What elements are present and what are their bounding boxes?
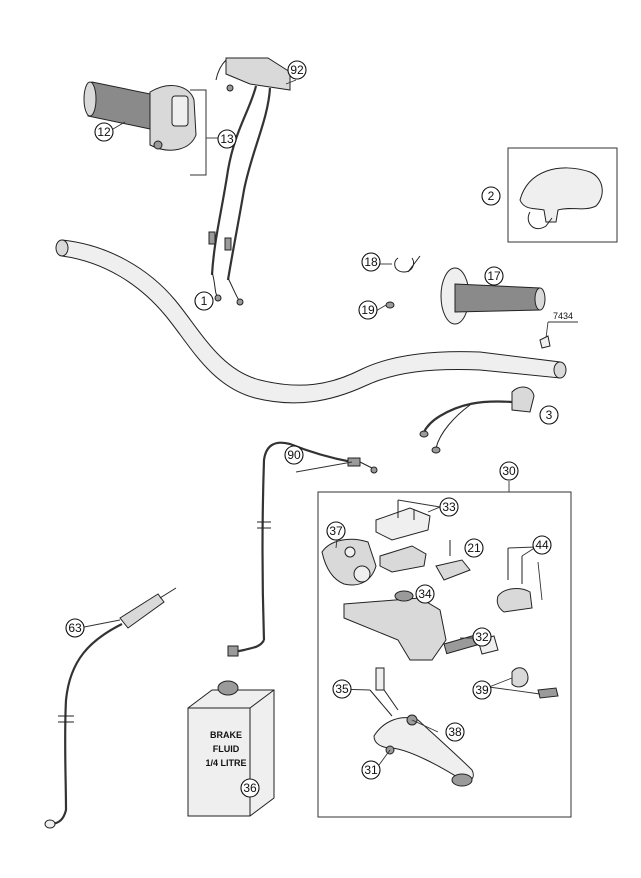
callout-30: 30 — [499, 461, 519, 481]
callout-30-label: 30 — [502, 464, 516, 478]
callout-92-label: 92 — [290, 63, 304, 77]
callout-35: 35 — [332, 679, 352, 699]
callout-1: 1 — [194, 291, 214, 311]
callout-36-label: 36 — [243, 781, 257, 795]
callout-18-label: 18 — [364, 255, 378, 269]
callout-32: 32 — [472, 627, 492, 647]
callout-31: 31 — [361, 760, 381, 780]
throttle-cable-set — [208, 57, 291, 306]
callout-37: 37 — [326, 521, 346, 541]
callout-19: 19 — [358, 300, 378, 320]
callout-38-label: 38 — [448, 725, 462, 739]
callout-2: 2 — [481, 186, 501, 206]
callout-39-label: 39 — [475, 683, 489, 697]
callout-90: 90 — [284, 445, 304, 465]
callout-19-label: 19 — [361, 303, 375, 317]
callout-17: 17 — [484, 266, 504, 286]
callout-90-label: 90 — [287, 448, 301, 462]
callout-33: 33 — [439, 497, 459, 517]
callout-31-label: 31 — [364, 763, 378, 777]
callout-92: 92 — [287, 60, 307, 80]
right-grip — [440, 267, 546, 325]
bottle-label-line-3: 1/4 LITRE — [205, 758, 246, 768]
cable-tie — [385, 255, 421, 309]
callout-1-label: 1 — [201, 294, 208, 308]
callout-32-label: 32 — [475, 630, 489, 644]
hot-start-cable — [44, 587, 177, 829]
bottle-label-line-1: BRAKE — [210, 730, 242, 740]
clutch-cable — [227, 441, 378, 657]
bottle-label-line-2: FLUID — [213, 744, 240, 754]
callout-2-label: 2 — [488, 189, 495, 203]
callout-13-label: 13 — [220, 132, 234, 146]
callout-39: 39 — [472, 680, 492, 700]
callout-36: 36 — [240, 778, 260, 798]
callout-3: 3 — [539, 405, 559, 425]
callout-34: 34 — [415, 584, 435, 604]
handlebar — [55, 239, 567, 404]
callout-38: 38 — [445, 722, 465, 742]
callout-33-label: 33 — [442, 500, 456, 514]
brake-master-cylinder-assembly — [317, 491, 572, 818]
leader-lines — [78, 79, 541, 766]
callout-21-label: 21 — [467, 541, 481, 555]
callout-63: 63 — [65, 618, 85, 638]
callout-35-label: 35 — [335, 682, 349, 696]
callout-18: 18 — [361, 252, 381, 272]
callout-3-label: 3 — [546, 408, 553, 422]
callout-44-label: 44 — [535, 538, 549, 552]
callout-12: 12 — [94, 122, 114, 142]
callout-12-label: 12 — [97, 125, 111, 139]
kill-switch — [419, 386, 535, 454]
callout-63-label: 63 — [68, 621, 82, 635]
handlebar-pad — [507, 147, 618, 243]
callout-44: 44 — [532, 535, 552, 555]
part-7434 — [539, 321, 578, 349]
part-number-7434: 7434 — [553, 311, 573, 321]
callout-13: 13 — [217, 129, 237, 149]
callout-17-label: 17 — [487, 269, 501, 283]
callout-21: 21 — [464, 538, 484, 558]
callout-34-label: 34 — [418, 587, 432, 601]
throttle-grip — [83, 81, 207, 176]
callout-37-label: 37 — [329, 524, 343, 538]
